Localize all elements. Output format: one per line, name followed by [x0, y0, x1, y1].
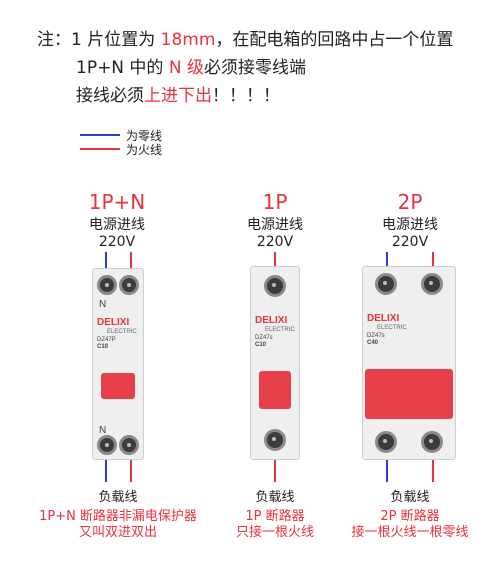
note-highlight: 18mm — [160, 30, 216, 50]
screw-terminal-icon — [421, 431, 443, 453]
device-caption: 只接一根火线 — [235, 525, 314, 540]
note-text: 1P+N 中的 — [76, 58, 169, 78]
device-caption: 1P 断路器 — [245, 509, 305, 524]
neutral-wire-in — [105, 252, 107, 274]
load-label: 负载线 — [255, 490, 295, 505]
breaker-body: DELIXI ELECTRIC DZ47s C40 — [362, 266, 456, 460]
wire-legend: 为零线 为火线 — [80, 128, 163, 157]
load-label: 负载线 — [390, 490, 430, 505]
live-wire-out — [432, 460, 434, 482]
screw-terminal-icon — [375, 431, 397, 453]
current-rating: C10 — [97, 344, 109, 350]
current-rating: C10 — [255, 342, 267, 348]
screw-terminal-icon — [264, 275, 286, 297]
device-caption: 1P+N 断路器非漏电保护器 — [39, 509, 197, 524]
screw-terminal-icon — [97, 435, 117, 455]
model-number: DZ47s — [255, 335, 273, 341]
live-wire-in — [130, 252, 132, 274]
legend-neutral: 为零线 — [80, 128, 163, 143]
neutral-pole-label: N — [99, 299, 107, 310]
brand-subtitle: ELECTRIC — [377, 325, 407, 331]
breaker-body: DELIXI ELECTRIC DZ47s C10 — [250, 266, 300, 460]
neutral-pole-label: N — [99, 425, 107, 436]
voltage-label: 220V — [391, 234, 429, 250]
screw-terminal-icon — [264, 429, 286, 451]
power-in-label: 电源进线 — [247, 217, 303, 233]
brand-subtitle: ELECTRIC — [265, 327, 295, 333]
live-wire-in — [432, 252, 434, 270]
screw-terminal-icon — [119, 435, 139, 455]
note-text: 必须接零线端 — [203, 58, 306, 78]
note-line-2: 1P+N 中的 N 级必须接零线端 — [37, 54, 497, 82]
neutral-line-swatch — [80, 134, 120, 136]
live-wire-out — [274, 460, 276, 482]
note-text: 注：1 片位置为 — [37, 30, 161, 50]
neutral-wire-in — [386, 252, 388, 270]
voltage-label: 220V — [98, 234, 136, 250]
model-number: DZ47s — [367, 333, 385, 339]
screw-terminal-icon — [421, 273, 443, 295]
device-caption: 2P 断路器 — [380, 509, 440, 524]
device-caption: 又叫双进双出 — [78, 525, 157, 540]
note-text: 接线必须 — [76, 86, 144, 106]
neutral-wire-out — [105, 460, 107, 482]
device-title: 2P — [397, 190, 423, 214]
power-in-label: 电源进线 — [382, 217, 438, 233]
brand-logo: DELIXI — [255, 315, 288, 326]
device-title: 1P+N — [88, 190, 146, 214]
live-wire-out — [130, 460, 132, 482]
screw-terminal-icon — [119, 275, 139, 295]
brand-logo: DELIXI — [97, 317, 130, 328]
load-label: 负载线 — [98, 490, 138, 505]
neutral-wire-out — [386, 460, 388, 482]
notes-block: 注：1 片位置为 18mm，在配电箱的回路中占一个位置 1P+N 中的 N 级必… — [37, 26, 497, 110]
voltage-label: 220V — [256, 234, 294, 250]
note-line-3: 接线必须上进下出！！！！ — [37, 82, 497, 110]
brand-subtitle: ELECTRIC — [107, 329, 137, 335]
device-title: 1P — [262, 190, 288, 214]
switch-handle[interactable] — [101, 373, 135, 399]
live-wire-in — [274, 252, 276, 270]
device-caption: 接一根火线一根零线 — [351, 525, 469, 540]
brand-logo: DELIXI — [367, 313, 400, 324]
model-number: DZ47P — [97, 337, 116, 343]
live-line-swatch — [80, 148, 120, 150]
note-highlight: N 级 — [168, 58, 204, 78]
note-line-1: 注：1 片位置为 18mm，在配电箱的回路中占一个位置 — [37, 26, 497, 54]
note-text: ，在配电箱的回路中占一个位置 — [215, 30, 454, 50]
note-text: ！！！！ — [212, 86, 280, 106]
legend-live: 为火线 — [80, 142, 163, 157]
power-in-label: 电源进线 — [89, 217, 145, 233]
note-highlight: 上进下出 — [144, 86, 212, 106]
screw-terminal-icon — [97, 275, 117, 295]
switch-handle[interactable] — [259, 371, 291, 409]
switch-handle[interactable] — [365, 369, 453, 419]
breaker-body: N DELIXI ELECTRIC DZ47P C10 N — [92, 268, 144, 460]
screw-terminal-icon — [375, 273, 397, 295]
current-rating: C40 — [367, 340, 379, 346]
legend-neutral-label: 为零线 — [126, 128, 163, 143]
legend-live-label: 为火线 — [126, 142, 163, 157]
